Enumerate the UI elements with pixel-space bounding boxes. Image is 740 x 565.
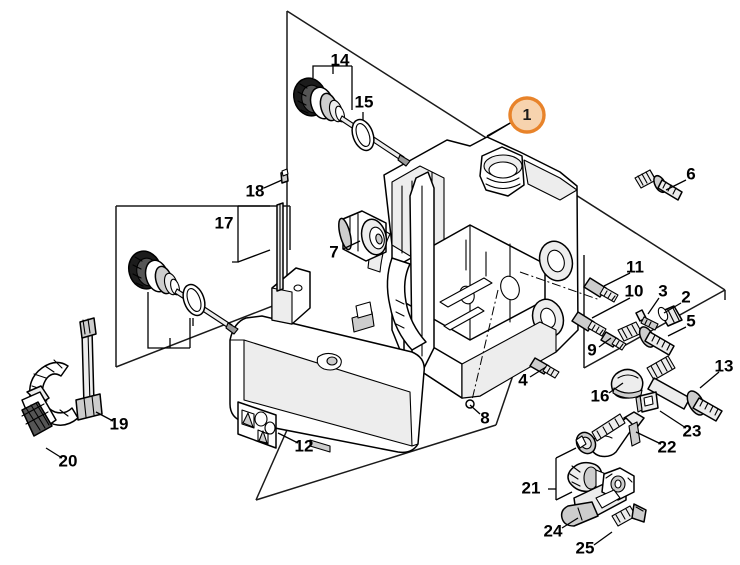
warning-safety-label (237, 401, 277, 449)
leader-line-16 (608, 382, 624, 394)
highlight-ring-1[interactable] (508, 96, 546, 134)
callout-number-5: 5 (686, 311, 695, 330)
leader-line-20 (45, 447, 63, 459)
hex-head-screw-25 (611, 503, 647, 527)
callout-number-15: 15 (355, 92, 374, 111)
callout-1-highlight[interactable]: 1 (486, 96, 546, 137)
callout-number-7: 7 (329, 242, 338, 261)
callout-number-22: 22 (658, 437, 677, 456)
o-ring-top (351, 118, 375, 152)
leader-line-25 (593, 531, 613, 546)
leader-line-13 (699, 371, 720, 389)
callout-number-2: 2 (681, 287, 690, 306)
pan-head-screw-3 (635, 309, 659, 331)
o-ring-left (182, 283, 206, 317)
leader-line-11 (603, 272, 631, 287)
leader-line-19 (95, 411, 114, 422)
leader-line-9 (598, 337, 612, 348)
callout-number-9: 9 (587, 340, 596, 359)
callout-number-12: 12 (295, 436, 314, 455)
leader-line-12 (277, 432, 299, 444)
leader-line-10 (591, 297, 631, 319)
callout-number-14: 14 (331, 50, 350, 69)
bracket-14-top (312, 65, 353, 110)
callout-number-6: 6 (686, 164, 695, 183)
latch-lever-22 (590, 411, 645, 458)
annular-buffer-assembly-left (128, 250, 239, 335)
bracket-14-left (147, 292, 191, 349)
leader-line-24 (561, 517, 579, 529)
callout-number-16: 16 (591, 386, 610, 405)
callout-number-24: 24 (544, 521, 563, 540)
callout-number-20: 20 (59, 451, 78, 470)
callout-number-25: 25 (576, 538, 595, 557)
ball-8-and-centerline (465, 271, 601, 409)
annular-buffer-7 (338, 210, 388, 262)
dowel-pin-11 (583, 277, 619, 303)
leader-line-8 (469, 404, 481, 415)
clip-retainer-23 (635, 391, 659, 413)
callout-number-10: 10 (625, 281, 644, 300)
callout-number-8: 8 (480, 408, 489, 427)
callout-number-17: 17 (215, 213, 234, 232)
callout-number-21: 21 (522, 478, 541, 497)
callout-leader-lines (45, 121, 720, 546)
leader-line-5 (667, 326, 687, 337)
leader-line-3 (647, 297, 660, 315)
callout-number-19: 19 (110, 414, 129, 433)
leader-line-1 (486, 121, 513, 137)
spacer-sleeve-2 (657, 305, 683, 327)
callout-number-1: 1 (523, 107, 532, 124)
retaining-pin-18 (280, 168, 289, 184)
flange-screw-21 (575, 413, 626, 455)
leader-line-4 (529, 366, 547, 378)
callout-number-18: 18 (246, 181, 265, 200)
dowel-pin-10 (571, 311, 607, 337)
collar-screw-6 (634, 169, 683, 201)
leader-line-22 (635, 431, 662, 445)
annular-buffer-assembly-top (293, 77, 411, 167)
collar-screw-5 (617, 321, 675, 356)
leader-line-2 (663, 302, 682, 314)
bracket-21 (548, 447, 577, 501)
callout-number-4: 4 (518, 370, 528, 389)
callout-number-23: 23 (683, 421, 702, 440)
callout-number-11: 11 (626, 257, 644, 276)
callout-number-3: 3 (658, 281, 667, 300)
leader-line-6 (665, 179, 687, 191)
long-collar-screw-13 (646, 355, 723, 422)
leader-line-7 (342, 240, 361, 250)
fuel-tank-body (229, 267, 425, 454)
leader-line-23 (659, 410, 687, 429)
rubber-plug-cap-16 (610, 368, 644, 399)
fuel-filter-20 (21, 385, 57, 437)
leader-line-18 (263, 179, 283, 189)
dowel-pin-4 (529, 357, 560, 379)
crankcase-housing-body (367, 136, 579, 399)
chain-tensioner-block-24 (560, 467, 635, 527)
callout-number-13: 13 (715, 356, 734, 375)
bracket-plate-17 (232, 202, 284, 292)
